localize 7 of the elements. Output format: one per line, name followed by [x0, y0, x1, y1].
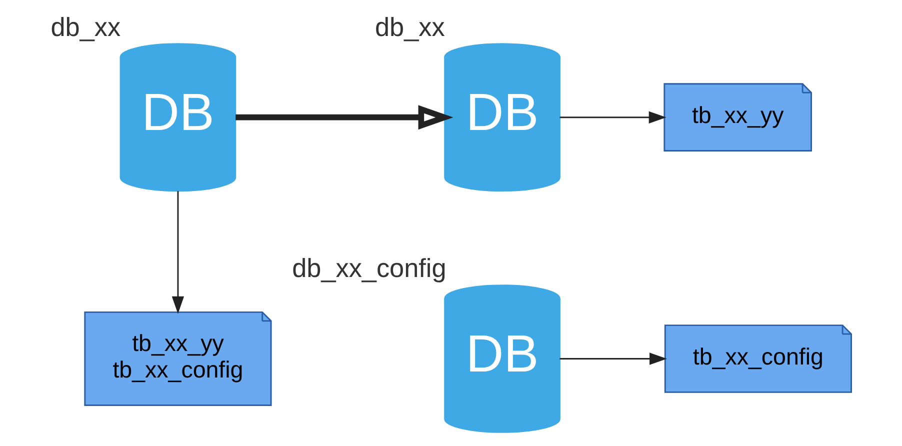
arrow: [560, 110, 666, 123]
arrow: [236, 104, 454, 130]
arrow: [560, 352, 667, 364]
arrow: [172, 190, 184, 314]
node-label: db_xx: [375, 11, 445, 42]
node-label: db_xx_config: [292, 252, 446, 283]
node-label: db_xx: [50, 11, 121, 42]
